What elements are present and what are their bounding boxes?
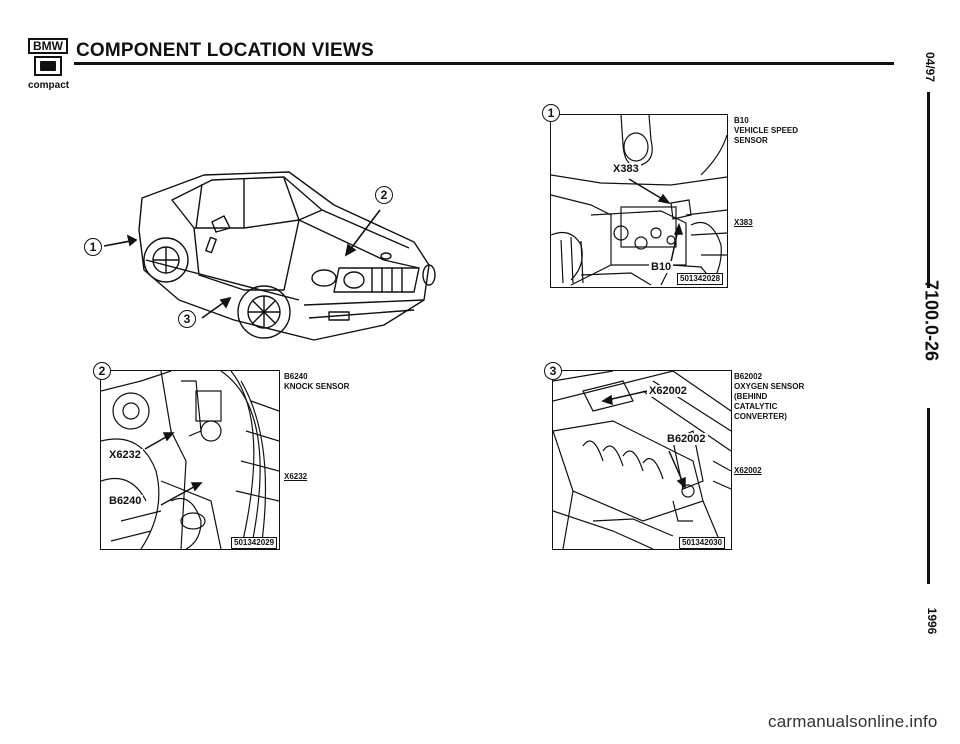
view-2-description: B6240 KNOCK SENSOR [284, 372, 374, 392]
view-1-desc-line-3: SENSOR [734, 136, 768, 145]
view-1-label-x383: X383 [611, 163, 641, 175]
view-3-desc-line-2: OXYGEN SENSOR [734, 382, 805, 391]
side-rule-bottom [927, 408, 930, 584]
view-1-label-b10: B10 [649, 261, 674, 273]
view-1-part-number: 501342028 [677, 273, 724, 285]
view-3-label-b62002: B62002 [665, 433, 708, 445]
overview-callout-1: 1 [84, 238, 102, 256]
view-2-desc-line-2: KNOCK SENSOR [284, 382, 350, 391]
view-2-photo: X6232 B6240 501342029 [100, 370, 280, 550]
view-3-callout: 3 [544, 362, 562, 380]
view-3-photo: X62002 B62002 501342030 [552, 370, 732, 550]
view-2-reference: X6232 [284, 472, 308, 481]
view-2-callout: 2 [93, 362, 111, 380]
view-1-desc-line-2: VEHICLE SPEED [734, 126, 799, 135]
bmw-logo-icon: BMW [28, 38, 68, 78]
side-rule-top [927, 92, 930, 288]
view-3-desc-line-1: B62002 [734, 372, 763, 381]
view-1-reference: X383 [734, 218, 753, 227]
model-subtitle: compact [28, 80, 70, 91]
view-2-desc-line-1: B6240 [284, 372, 308, 381]
bmw-logo-text: BMW [28, 38, 68, 54]
view-3-reference: X62002 [734, 466, 762, 475]
view-3-desc-line-4: CATALYTIC [734, 402, 778, 411]
view-1-desc-line-1: B10 [734, 116, 749, 125]
view-3-desc-line-3: (BEHIND [734, 392, 768, 401]
view-3-desc-line-5: CONVERTER) [734, 412, 787, 421]
view-3-label-x62002: X62002 [647, 385, 689, 397]
car-overview: 1 2 3 [84, 150, 444, 350]
document-number: 7100.0-26 [921, 279, 942, 362]
overview-callout-2: 2 [375, 186, 393, 204]
overview-callout-3: 3 [178, 310, 196, 328]
view-1-description: B10 VEHICLE SPEED SENSOR [734, 116, 824, 146]
view-1-photo: X383 B10 501342028 [550, 114, 728, 288]
view-2-part-number: 501342029 [231, 537, 278, 549]
series-3-icon [34, 56, 62, 76]
view-3-description: B62002 OXYGEN SENSOR (BEHIND CATALYTIC C… [734, 372, 834, 422]
watermark: carmanualsonline.info [768, 712, 938, 731]
car-illustration-icon [103, 171, 436, 341]
arrow-icon [103, 209, 381, 319]
model-year: 1996 [925, 607, 939, 635]
view-2-label-b6240: B6240 [107, 495, 144, 507]
view-3-part-number: 501342030 [679, 537, 726, 549]
issue-date: 04/97 [923, 51, 937, 83]
page-title: COMPONENT LOCATION VIEWS [76, 40, 374, 61]
header-rule [74, 62, 894, 65]
view-2-label-x6232: X6232 [107, 449, 143, 461]
view-1-callout: 1 [542, 104, 560, 122]
